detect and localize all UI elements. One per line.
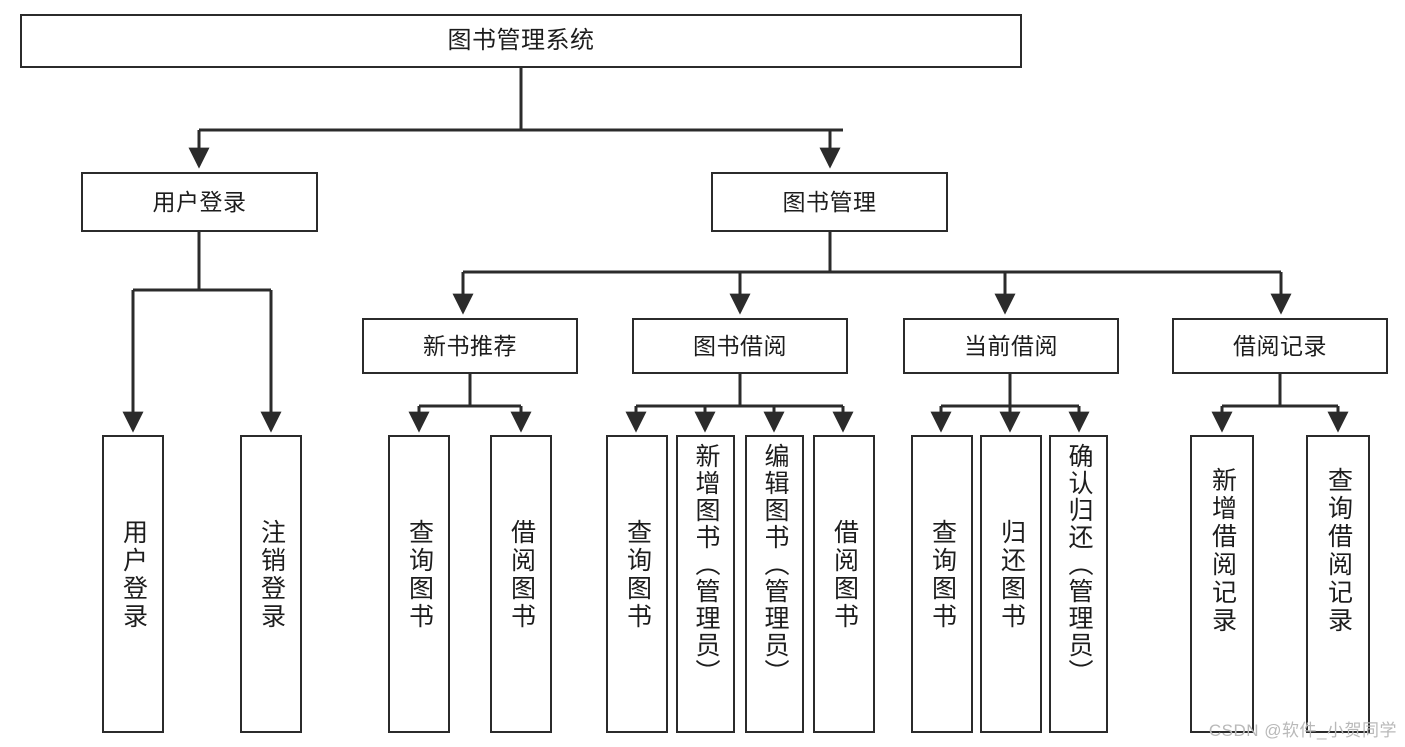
node-book-borrow[interactable]: 图书借阅 bbox=[632, 318, 848, 374]
leaf-current-query-book[interactable]: 查询图书 bbox=[911, 435, 973, 733]
node-label: 确认归还（管理员） bbox=[1065, 443, 1093, 686]
node-root-system[interactable]: 图书管理系统 bbox=[20, 14, 1022, 68]
node-label: 图书管理系统 bbox=[447, 27, 595, 55]
node-label: 用户登录 bbox=[152, 188, 247, 215]
leaf-current-return-book[interactable]: 归还图书 bbox=[980, 435, 1042, 733]
node-label: 查询图书 bbox=[405, 519, 434, 631]
leaf-newbook-borrow-book[interactable]: 借阅图书 bbox=[490, 435, 552, 733]
node-book-management[interactable]: 图书管理 bbox=[711, 172, 948, 232]
node-label: 查询图书 bbox=[623, 519, 652, 631]
leaf-record-add-record[interactable]: 新增借阅记录 bbox=[1190, 435, 1254, 733]
leaf-record-query-record[interactable]: 查询借阅记录 bbox=[1306, 435, 1370, 733]
node-user-login[interactable]: 用户登录 bbox=[81, 172, 318, 232]
leaf-borrow-query-book[interactable]: 查询图书 bbox=[606, 435, 668, 733]
leaf-borrow-add-book[interactable]: 新增图书（管理员） bbox=[676, 435, 735, 733]
node-new-book-recommend[interactable]: 新书推荐 bbox=[362, 318, 578, 374]
node-label: 查询借阅记录 bbox=[1324, 467, 1353, 635]
node-label: 借阅图书 bbox=[507, 519, 536, 631]
leaf-user-login[interactable]: 用户登录 bbox=[102, 435, 164, 733]
node-label: 查询图书 bbox=[928, 519, 957, 631]
node-label: 借阅图书 bbox=[830, 519, 859, 631]
node-label: 当前借阅 bbox=[964, 332, 1058, 359]
node-current-borrow[interactable]: 当前借阅 bbox=[903, 318, 1119, 374]
leaf-current-confirm-return[interactable]: 确认归还（管理员） bbox=[1049, 435, 1108, 733]
leaf-user-logout[interactable]: 注销登录 bbox=[240, 435, 302, 733]
node-borrow-record[interactable]: 借阅记录 bbox=[1172, 318, 1388, 374]
node-label: 编辑图书（管理员） bbox=[761, 443, 789, 686]
node-label: 借阅记录 bbox=[1233, 332, 1327, 359]
node-label: 用户登录 bbox=[119, 519, 148, 631]
node-label: 图书借阅 bbox=[693, 332, 787, 359]
node-label: 归还图书 bbox=[997, 519, 1026, 631]
node-label: 新增借阅记录 bbox=[1208, 467, 1237, 635]
node-label: 新增图书（管理员） bbox=[692, 443, 720, 686]
leaf-borrow-edit-book[interactable]: 编辑图书（管理员） bbox=[745, 435, 804, 733]
node-label: 注销登录 bbox=[257, 519, 286, 631]
leaf-borrow-lend-book[interactable]: 借阅图书 bbox=[813, 435, 875, 733]
node-label: 图书管理 bbox=[782, 188, 877, 215]
leaf-newbook-query-book[interactable]: 查询图书 bbox=[388, 435, 450, 733]
watermark-text: CSDN @软件_小贺同学 bbox=[1208, 721, 1397, 740]
node-label: 新书推荐 bbox=[423, 332, 517, 359]
